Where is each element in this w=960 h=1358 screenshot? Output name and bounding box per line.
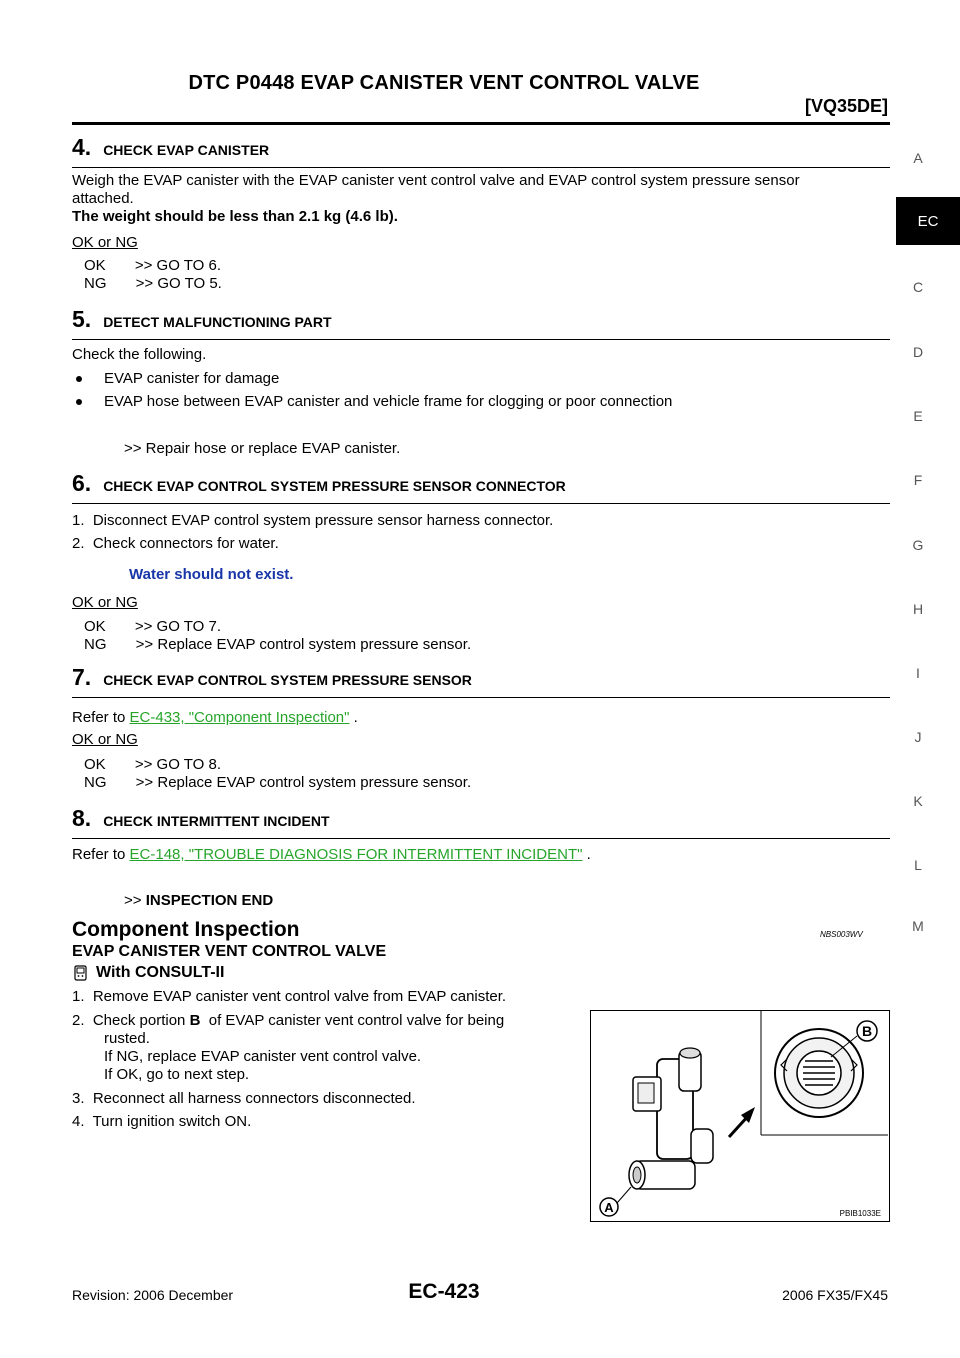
side-letter-l[interactable]: L [914,857,922,873]
step-8-header: 8. CHECK INTERMITTENT INCIDENT [72,805,890,839]
step-8-end: >> INSPECTION END [124,892,273,910]
step-6-header: 6. CHECK EVAP CONTROL SYSTEM PRESSURE SE… [72,470,890,504]
step-number: 8. [72,805,92,831]
refer-text: Refer to [72,709,130,726]
side-letter-k[interactable]: K [913,793,923,809]
step-number: 7. [72,664,92,690]
step-6-ok: OK >> GO TO 7. [84,618,221,635]
step-number: 5. [72,306,92,332]
side-letter-f[interactable]: F [913,472,923,488]
side-letter-a[interactable]: A [913,150,923,166]
component-inspection-title: Component Inspection [72,918,300,941]
component-inspection-code: NBS003WV [820,930,863,939]
intermittent-incident-link[interactable]: EC-148, "TROUBLE DIAGNOSIS FOR INTERMITT… [129,846,583,863]
side-letter-i[interactable]: I [916,665,920,681]
step-5-intro: Check the following. [72,346,207,363]
side-letter-g[interactable]: G [912,537,924,553]
figure-code: PBIB1033E [840,1209,881,1218]
valve-illustration: B A PBIB1033E [599,1011,888,1218]
item-text: of EVAP canister vent control valve for … [200,1012,505,1029]
side-letter-c[interactable]: C [912,279,924,295]
page-title: DTC P0448 EVAP CANISTER VENT CONTROL VAL… [188,72,700,94]
step-number: 6. [72,470,92,496]
step-7-okng: OK or NG [72,731,138,748]
valve-figure: B A PBIB1033E [590,1010,890,1222]
step-heading: CHECK EVAP CONTROL SYSTEM PRESSURE SENSO… [103,478,566,494]
end-prefix: >> [124,892,146,909]
component-item-2-cont: rusted. [104,1030,150,1047]
component-item-3: 3. Reconnect all harness connectors disc… [72,1090,416,1107]
step-6-item-1: 1. Disconnect EVAP control system pressu… [72,512,554,529]
step-6-okng: OK or NG [72,594,138,611]
step-4-requirement: The weight should be less than 2.1 kg (4… [72,208,398,225]
step-6-note: Water should not exist. [129,566,294,583]
step-7-header: 7. CHECK EVAP CONTROL SYSTEM PRESSURE SE… [72,664,890,698]
step-4-line1: Weigh the EVAP canister with the EVAP ca… [72,172,800,189]
refer-text: Refer to [72,846,130,863]
refer-after: . [349,709,358,726]
side-letter-j[interactable]: J [914,729,922,745]
step-5-header: 5. DETECT MALFUNCTIONING PART [72,306,890,340]
item-text: 2. Check portion [72,1012,190,1029]
label-a: A [604,1200,614,1215]
component-inspection-link[interactable]: EC-433, "Component Inspection" [129,709,350,726]
step-5-bullet-1: EVAP canister for damage [72,370,279,388]
component-item-4: 4. Turn ignition switch ON. [72,1113,252,1130]
step-6-item-2: 2. Check connectors for water. [72,535,279,552]
side-letter-m[interactable]: M [912,918,924,934]
step-4-line2: attached. [72,190,134,207]
step-heading: DETECT MALFUNCTIONING PART [103,314,332,330]
consult-row: With CONSULT-II [72,964,224,982]
end-label: INSPECTION END [145,892,274,909]
step-4-okng: OK or NG [72,234,138,251]
component-item-2: 2. Check portion B of EVAP canister vent… [72,1012,504,1030]
step-5-bullet-2: EVAP hose between EVAP canister and vehi… [72,393,672,411]
step-number: 4. [72,134,92,160]
side-letter-h[interactable]: H [912,601,924,617]
component-subtitle: EVAP CANISTER VENT CONTROL VALVE [72,943,387,960]
label-b: B [862,1023,872,1039]
component-item-2-ok: If OK, go to next step. [104,1066,250,1083]
bullet-text: EVAP hose between EVAP canister and vehi… [104,393,673,410]
consult-icon [72,964,90,982]
bullet-text: EVAP canister for damage [104,370,280,387]
engine-label: [VQ35DE] [804,96,888,116]
step-4-ng: NG >> GO TO 5. [84,275,222,292]
refer-after: . [582,846,591,863]
step-4-header: 4. CHECK EVAP CANISTER [72,134,890,168]
step-7-ng: NG >> Replace EVAP control system pressu… [84,774,472,791]
bullet-icon [76,399,82,405]
header-rule [72,122,890,125]
step-heading: CHECK INTERMITTENT INCIDENT [103,813,330,829]
side-letter-d[interactable]: D [912,344,924,360]
bullet-icon [76,376,82,382]
footer-revision: Revision: 2006 December [72,1287,234,1303]
step-heading: CHECK EVAP CONTROL SYSTEM PRESSURE SENSO… [103,672,472,688]
step-8-refer: Refer to EC-148, "TROUBLE DIAGNOSIS FOR … [72,846,591,864]
step-5-result: >> Repair hose or replace EVAP canister. [124,440,401,457]
step-heading: CHECK EVAP CANISTER [103,142,270,158]
step-4-ok: OK >> GO TO 6. [84,257,221,274]
side-letter-e[interactable]: E [913,408,923,424]
step-7-refer: Refer to EC-433, "Component Inspection" … [72,709,358,727]
page-number: EC-423 [408,1280,480,1303]
side-tab-ec[interactable]: EC [896,197,960,245]
step-6-ng: NG >> Replace EVAP control system pressu… [84,636,472,653]
component-item-2-ng: If NG, replace EVAP canister vent contro… [104,1048,422,1065]
component-item-1: 1. Remove EVAP canister vent control val… [72,988,507,1005]
footer-model: 2006 FX35/FX45 [782,1287,888,1303]
consult-label: With CONSULT-II [96,964,225,981]
step-7-ok: OK >> GO TO 8. [84,756,221,773]
portion-label: B [189,1012,201,1029]
